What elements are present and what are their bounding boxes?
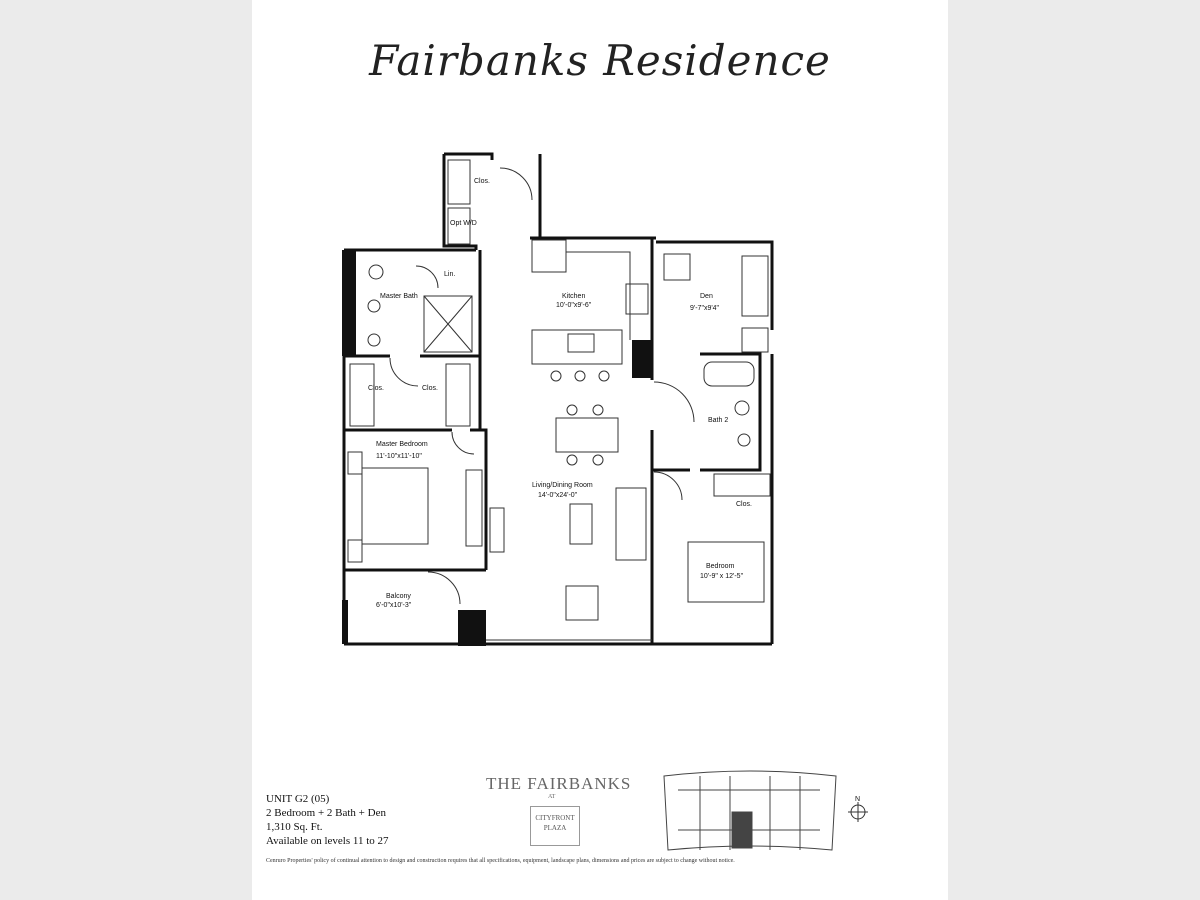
label-balcony-dim: 6'-0"x10'-3" — [376, 602, 412, 609]
label-master-bedroom: Master Bedroom — [376, 441, 428, 448]
unit-size: 1,310 Sq. Ft. — [266, 821, 323, 833]
door-entry — [499, 167, 533, 201]
door-bedroom — [653, 471, 683, 501]
tv-console — [489, 507, 505, 553]
closet-bedroom — [713, 473, 771, 497]
brand-logo: CITYFRONT PLAZA — [530, 806, 580, 846]
label-closet-left-2: Clos. — [422, 385, 438, 392]
disclaimer: Cenruro Properties' policy of continual … — [266, 858, 735, 864]
page-title: Fairbanks Residence — [369, 36, 831, 85]
nightstand-1 — [347, 451, 363, 475]
door-bath — [415, 265, 439, 289]
label-balcony: Balcony — [386, 593, 411, 600]
label-master-bath: Master Bath — [380, 293, 418, 300]
toilet-bath2 — [734, 400, 750, 416]
stool-1 — [550, 370, 562, 382]
stove — [625, 283, 649, 315]
shower — [423, 295, 473, 353]
nightstand-2 — [347, 539, 363, 563]
label-kitchen-dim: 10'-0"x9'-6" — [556, 302, 592, 309]
bed-2 — [687, 541, 765, 603]
column-kitchen — [632, 340, 652, 378]
label-living-dining: Living/Dining Room — [532, 482, 593, 489]
washer-dryer — [447, 207, 471, 245]
den-cabinet — [741, 327, 769, 353]
stool-2 — [574, 370, 586, 382]
kitchen-sink — [567, 333, 595, 353]
compass-arrow — [848, 802, 868, 822]
chair-4 — [592, 454, 604, 466]
master-bed — [361, 467, 429, 545]
armchair — [565, 585, 599, 621]
sink-bath2 — [737, 433, 751, 447]
kitchen-island — [531, 329, 623, 365]
column-left — [342, 250, 356, 356]
closet-left-1 — [349, 363, 375, 427]
column-balcony — [458, 610, 486, 646]
sink-master-2 — [367, 333, 381, 347]
closet-top — [447, 159, 471, 205]
label-closet-top: Clos. — [474, 178, 490, 185]
sofa — [615, 487, 647, 561]
label-bedroom-dim: 10'-9" x 12'-5" — [700, 573, 744, 580]
sink-master-1 — [367, 299, 381, 313]
key-plan — [663, 770, 837, 851]
unit-levels: Available on levels 11 to 27 — [266, 835, 389, 847]
door-hall — [389, 357, 419, 387]
label-den: Den — [700, 293, 713, 300]
chair-1 — [566, 404, 578, 416]
dining-table — [555, 417, 619, 453]
label-den-dim: 9'-7"x9'4" — [690, 305, 720, 312]
dresser-master — [465, 469, 483, 547]
wall-bath2 — [700, 352, 762, 472]
bathtub — [703, 361, 755, 387]
coffee-table — [569, 503, 593, 545]
label-closet-right: Clos. — [736, 501, 752, 508]
stool-3 — [598, 370, 610, 382]
door-balcony — [427, 571, 461, 605]
den-chair — [663, 253, 691, 281]
label-linen: Lin. — [444, 271, 455, 278]
brand-name: THE FAIRBANKS — [486, 774, 632, 793]
unit-info: UNIT G2 (05) 2 Bedroom + 2 Bath + Den 1,… — [266, 792, 389, 848]
label-kitchen: Kitchen — [562, 293, 585, 300]
label-living-dining-dim: 14'-0"x24'-0" — [538, 492, 578, 499]
door-master — [451, 431, 475, 455]
compass — [848, 802, 868, 822]
label-washer-dryer: Opt W/D — [450, 220, 477, 227]
label-bath2: Bath 2 — [708, 417, 728, 424]
label-master-bedroom-dim: 11'-10"x11'-10" — [376, 453, 422, 460]
closet-left-2 — [445, 363, 471, 427]
den-desk — [741, 255, 769, 317]
shower-x — [423, 295, 473, 353]
label-closet-left-1: Clos. — [368, 385, 384, 392]
wall-entry-top — [444, 152, 494, 160]
compass-label: N — [855, 796, 860, 803]
key-plan-outline — [663, 770, 837, 851]
floorplan-sheet — [252, 0, 948, 900]
kitchen-counter — [566, 251, 631, 340]
unit-name: UNIT G2 (05) — [266, 793, 330, 805]
door-den — [653, 381, 695, 423]
brand-at: AT — [548, 794, 556, 800]
label-bedroom: Bedroom — [706, 563, 735, 570]
chair-3 — [566, 454, 578, 466]
column-bottom-left — [342, 600, 348, 644]
fridge — [531, 239, 567, 273]
wall-den-top — [656, 240, 774, 330]
chair-2 — [592, 404, 604, 416]
toilet-master — [368, 264, 384, 280]
key-plan-units — [699, 776, 801, 850]
wall-entry-left — [442, 154, 478, 250]
unit-layout: 2 Bedroom + 2 Bath + Den — [266, 807, 386, 819]
wall-master-top — [344, 428, 488, 570]
key-plan-highlight — [731, 811, 753, 849]
